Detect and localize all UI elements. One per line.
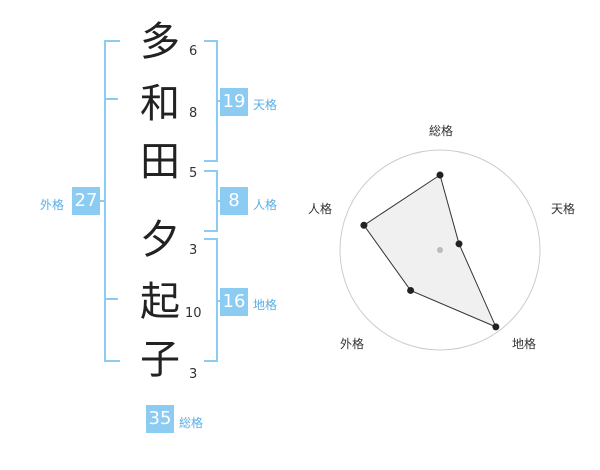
name-char-6: 子 (140, 337, 180, 383)
name-char-5: 起 (140, 279, 180, 325)
name-char-3: 田 (140, 139, 180, 185)
radar-axis-label-chikaku: 地格 (511, 337, 536, 351)
name-char-1: 多 (140, 19, 180, 65)
radar-axis-label-gaikaku: 外格 (339, 337, 364, 351)
stroke-count-5: 10 (185, 306, 202, 321)
name-char-4: 夕 (140, 217, 180, 263)
jinkaku-value: 8 (220, 187, 248, 215)
jinkaku-connector (216, 200, 221, 202)
radar-axis-label-tenkaku: 天格 (550, 202, 575, 216)
radar-point-3 (492, 323, 500, 331)
tenkaku-connector (216, 100, 221, 102)
stroke-count-4: 3 (189, 243, 198, 258)
chikaku-label: 地格 (253, 298, 278, 312)
soukaku-value: 35 (146, 405, 174, 433)
radar-point-2 (455, 240, 463, 248)
jinkaku-label: 人格 (253, 198, 278, 212)
chikaku-value: 16 (220, 288, 248, 316)
tenkaku-value: 19 (220, 88, 248, 116)
gaikaku-bracket (104, 40, 120, 362)
radar-area (363, 174, 497, 328)
chikaku-connector (216, 300, 221, 302)
radar-point-5 (360, 221, 368, 229)
soukaku-label: 総格 (179, 416, 204, 430)
stroke-count-2: 8 (189, 106, 198, 121)
gaikaku-tick-bottom (104, 298, 118, 300)
stroke-count-3: 5 (189, 166, 198, 181)
radar-point-1 (436, 171, 444, 179)
stroke-count-1: 6 (189, 44, 198, 59)
gaikaku-label: 外格 (40, 198, 65, 212)
gaikaku-connector (100, 200, 104, 202)
radar-axis-label-jinkaku: 人格 (307, 202, 332, 216)
name-char-2: 和 (140, 81, 180, 127)
stroke-count-6: 3 (189, 367, 198, 382)
gaikaku-value: 27 (72, 187, 100, 215)
radar-point-4 (407, 286, 415, 294)
gaikaku-tick-top (104, 98, 118, 100)
radar-axis-label-soukaku: 総格 (428, 124, 453, 138)
radar-center-dot (437, 247, 443, 253)
tenkaku-label: 天格 (253, 98, 278, 112)
